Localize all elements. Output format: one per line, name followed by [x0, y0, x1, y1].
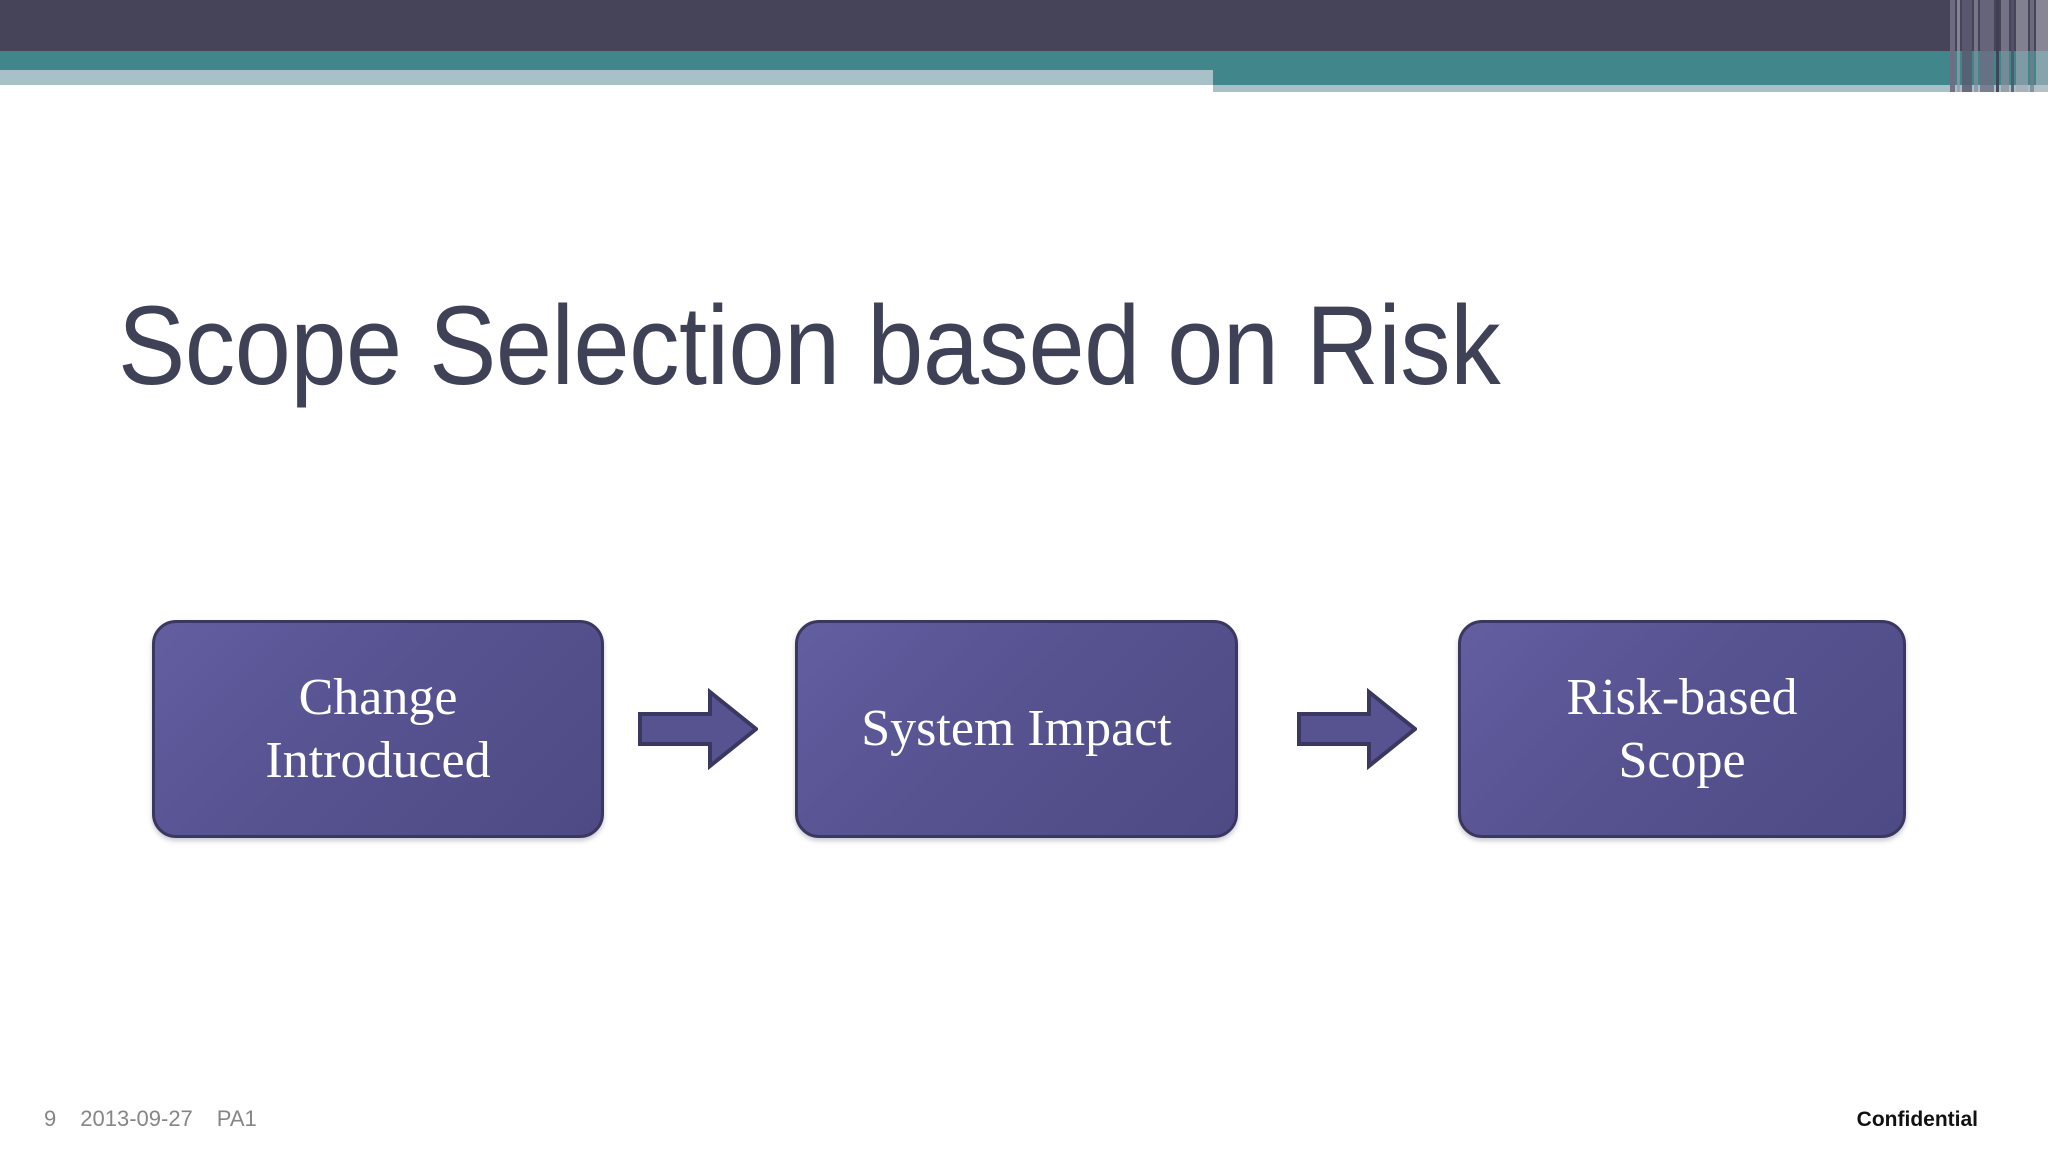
footer-classification: Confidential — [1856, 1108, 1978, 1131]
flow-node-label: Change Introduced — [265, 668, 491, 789]
banner-stripe-5 — [1996, 0, 1999, 92]
flow-node-label: System Impact — [861, 700, 1172, 758]
banner-stripe-3 — [1974, 0, 1978, 92]
banner-stripe-4 — [1980, 0, 1994, 92]
flow-node-system-impact[interactable]: System Impact — [795, 620, 1238, 838]
flow-arrow-right-icon — [638, 688, 758, 770]
slide-title: Scope Selection based on Risk — [118, 283, 1501, 409]
banner-stripe-10 — [2036, 0, 2048, 92]
flowchart: Change Introduced System Impact Risk-bas… — [0, 620, 2048, 850]
footer-revision: PA1 — [216, 1106, 257, 1131]
banner-stripe-1 — [1957, 0, 1960, 92]
flow-node-change-introduced[interactable]: Change Introduced — [152, 620, 604, 838]
banner-band-light-left — [0, 70, 1213, 85]
banner-stripe-0 — [1950, 0, 1955, 92]
banner-stripe-7 — [2011, 0, 2014, 92]
flow-node-risk-based-scope[interactable]: Risk-based Scope — [1458, 620, 1906, 838]
banner-band-light-row1-tail — [1896, 85, 2048, 92]
banner-stripe-9 — [2030, 0, 2034, 92]
banner-stripe-6 — [2001, 0, 2009, 92]
banner-stripe-2 — [1962, 0, 1972, 92]
footer-slide-number: 9 — [44, 1106, 57, 1131]
banner-vertical-stripes — [1950, 0, 2048, 92]
banner-band-light-row1 — [1213, 85, 1896, 92]
banner-band-teal-right — [1213, 70, 2048, 85]
slide-banner — [0, 0, 2048, 92]
banner-stripe-8 — [2016, 0, 2028, 92]
banner-band-teal — [0, 51, 2048, 70]
footer-date: 2013-09-27 — [80, 1106, 193, 1131]
flow-arrow-right-icon — [1297, 688, 1417, 770]
banner-band-dark — [0, 0, 2048, 51]
flow-node-label: Risk-based Scope — [1566, 668, 1798, 789]
slide-footer-left: 9 2013-09-27 PA1 — [44, 1106, 257, 1132]
